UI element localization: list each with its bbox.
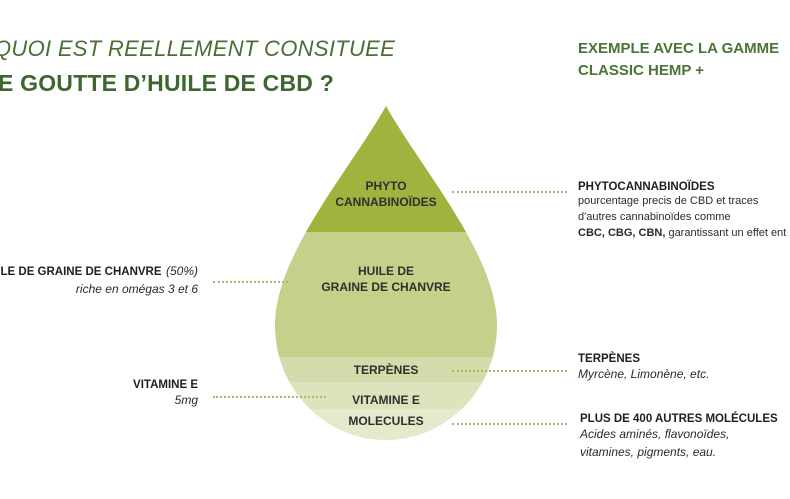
drop-segment-vitamine xyxy=(275,382,497,409)
connector-vitamine xyxy=(213,396,326,398)
segment-label-molecules: MOLECULES xyxy=(348,414,424,428)
segment-label-phyto: PHYTO CANNABINOÏDES xyxy=(335,179,437,209)
page-title-line1: QUOI EST REELLEMENT CONSITUEE xyxy=(0,36,396,61)
connector-phyto xyxy=(452,191,567,193)
annotation-vitamine: VITAMINE E 5mg xyxy=(133,379,198,407)
drop-segment-terpenes xyxy=(275,357,497,382)
subtitle: EXEMPLE AVEC LA GAMME CLASSIC HEMP + xyxy=(578,40,780,79)
segment-label-terpenes: TERPÈNES xyxy=(353,363,419,377)
drop-segment-huile xyxy=(275,232,497,357)
annotation-huile: LE DE GRAINE DE CHANVRE (50%) riche en o… xyxy=(0,264,199,296)
segment-label-huile: HUILE DE GRAINE DE CHANVRE xyxy=(321,264,451,294)
annotation-molecules: PLUS DE 400 AUTRES MOLÉCULES Acides amin… xyxy=(580,413,778,459)
connector-terpenes xyxy=(452,370,567,372)
annotation-phyto: PHYTOCANNABINOÏDES pourcentage precis de… xyxy=(578,181,787,239)
drop-segment-phyto xyxy=(275,106,497,232)
connector-huile xyxy=(213,281,288,283)
connector-molecules xyxy=(452,423,567,425)
page-title-line2: E GOUTTE D’HUILE DE CBD ? xyxy=(0,70,334,96)
annotation-terpenes: TERPÈNES Myrcène, Limonène, etc. xyxy=(578,353,710,381)
segment-label-vitamine: VITAMINE E xyxy=(352,393,420,407)
